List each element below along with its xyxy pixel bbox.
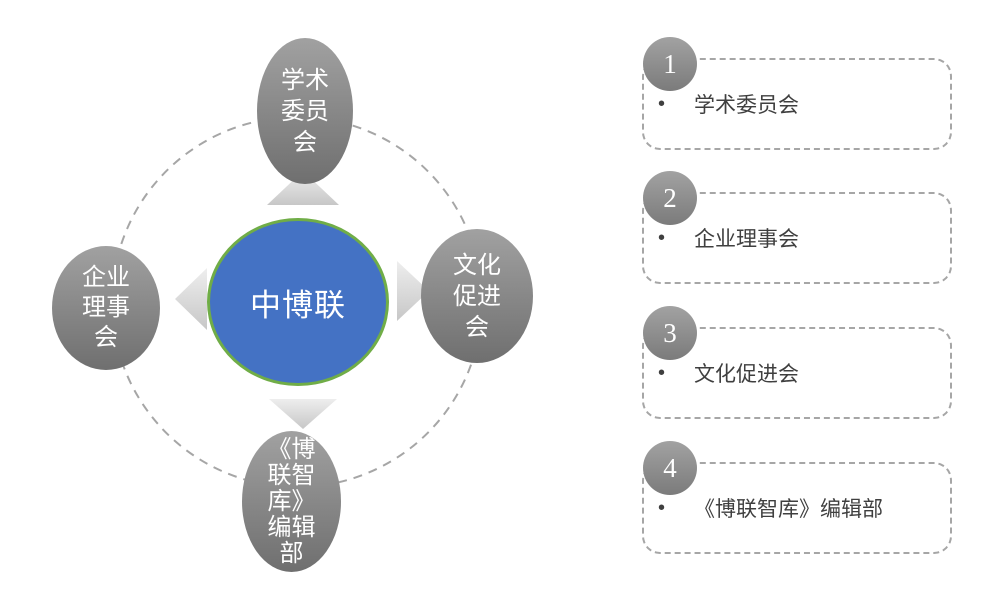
number-badge: 2 (643, 171, 697, 225)
node-label-line: 库》 (267, 487, 316, 515)
legend-item-2: • 企业理事会 2 (642, 171, 952, 289)
number-badge: 4 (643, 441, 697, 495)
org-cycle-diagram: 学术 委员 会 企业 理事 会 文化 促进 会 《博 联智 库》 编辑 部 中博… (52, 38, 533, 572)
node-label-line: 学术 (281, 66, 329, 94)
node-label-line: 《博 (267, 435, 316, 463)
node-label-line: 会 (293, 128, 317, 156)
bullet-icon: • (658, 93, 666, 115)
node-label-line: 联智 (267, 461, 316, 489)
bullet-icon: • (658, 362, 666, 384)
legend-item-label: 文化促进会 (694, 363, 799, 386)
node-label-line: 编辑 (267, 513, 316, 541)
legend-item-label: 《博联智库》编辑部 (694, 498, 883, 521)
center-node-zhongbolian: 中博联 (207, 218, 389, 386)
number-badge: 1 (643, 37, 697, 91)
legend-item-box: • 《博联智库》编辑部 (642, 462, 952, 554)
legend-item-3: • 文化促进会 3 (642, 306, 952, 424)
node-label-line: 会 (94, 324, 118, 351)
node-label-line: 促进 (453, 282, 501, 310)
legend-item-4: • 《博联智库》编辑部 4 (642, 441, 952, 559)
node-editorial-dept: 《博 联智 库》 编辑 部 (242, 431, 341, 572)
node-culture-promotion: 文化 促进 会 (421, 229, 533, 363)
legend-item-1: • 学术委员会 1 (642, 37, 952, 155)
arrow-left-icon (175, 268, 207, 330)
legend-item-label: 企业理事会 (694, 228, 799, 251)
node-enterprise-council: 企业 理事 会 (52, 246, 160, 370)
number-badge: 3 (643, 306, 697, 360)
center-node-label: 中博联 (250, 287, 346, 323)
bullet-icon: • (658, 227, 666, 249)
node-academic-committee: 学术 委员 会 (257, 38, 353, 184)
arrow-down-icon (269, 399, 337, 429)
legend-item-box: • 文化促进会 (642, 327, 952, 419)
bullet-icon: • (658, 497, 666, 519)
node-label-line: 会 (465, 313, 489, 341)
arrow-right-icon (397, 261, 429, 321)
arrow-up-icon (267, 171, 339, 205)
legend-item-box: • 学术委员会 (642, 58, 952, 150)
legend-item-box: • 企业理事会 (642, 192, 952, 284)
node-label-line: 企业 (82, 264, 130, 291)
node-label-line: 部 (279, 539, 304, 567)
node-label-line: 理事 (82, 294, 130, 321)
node-label-line: 委员 (281, 97, 329, 125)
node-label-line: 文化 (453, 251, 501, 279)
legend-item-label: 学术委员会 (694, 94, 799, 117)
